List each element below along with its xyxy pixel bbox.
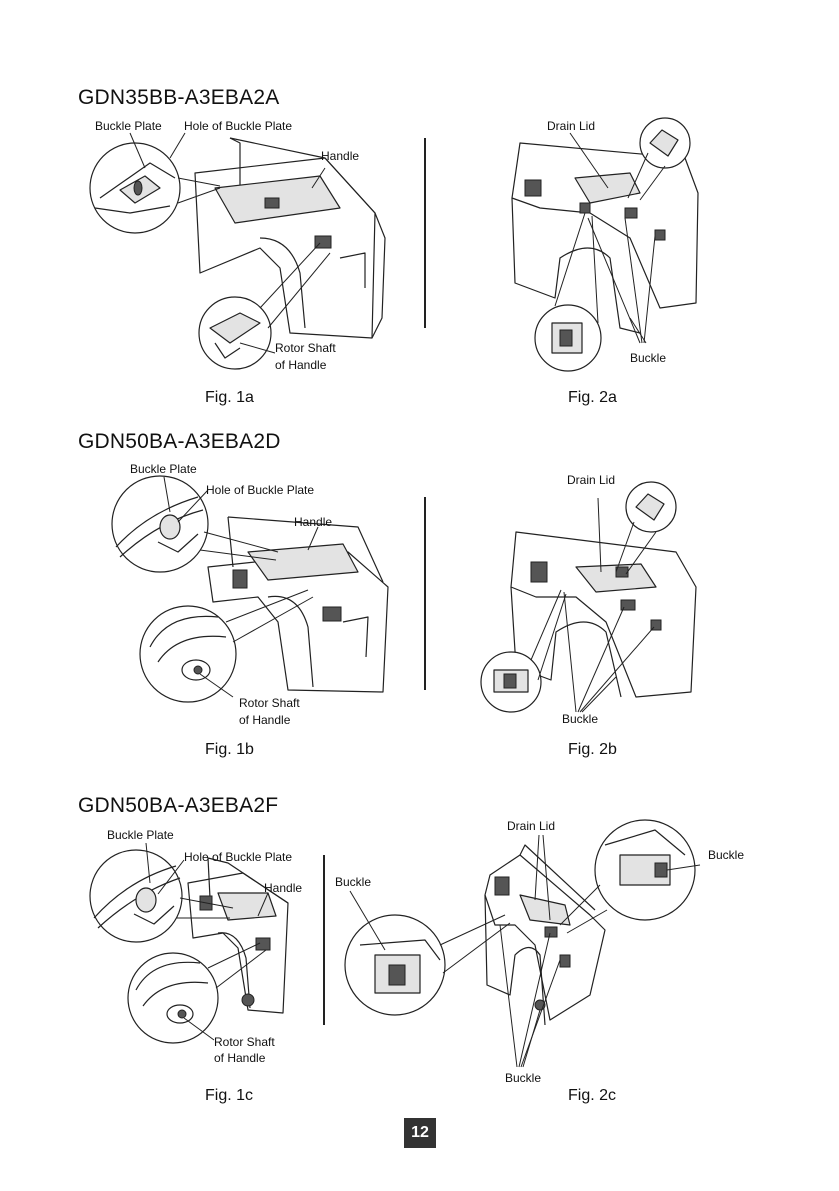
caption-fig-1b: Fig. 1b (205, 741, 254, 758)
caption-fig-2c: Fig. 2c (568, 1087, 617, 1104)
fig-2a-illustration (511, 117, 699, 372)
label-handle-1c: Handle (264, 881, 303, 895)
label-buckle-plate-1b: Buckle Plate (130, 462, 197, 476)
fig-2c-illustration (344, 819, 701, 1068)
fig-1b-illustration (111, 475, 389, 703)
divider-1 (424, 138, 426, 328)
caption-fig-2b: Fig. 2b (568, 741, 617, 758)
label-handle-1a: Handle (321, 149, 360, 163)
label-hole-1a: Hole of Buckle Plate (184, 119, 293, 133)
fig-1c-illustration (89, 842, 289, 1044)
label-buckle-2a: Buckle (630, 351, 667, 365)
label-rotor-1b-line1: Rotor Shaft (239, 696, 300, 710)
label-buckle-plate-1a: Buckle Plate (95, 119, 162, 133)
model-title-2: GDN50BA-A3EBA2D (78, 430, 281, 453)
label-drain-lid-2b: Drain Lid (567, 473, 616, 487)
caption-fig-1a: Fig. 1a (205, 389, 254, 406)
label-buckle-2c-left: Buckle (335, 875, 372, 889)
label-rotor-1a-line2: of Handle (275, 358, 327, 372)
page-number: 12 (404, 1118, 436, 1148)
divider-3 (323, 855, 325, 1025)
label-rotor-1c-line2: of Handle (214, 1051, 266, 1065)
fig-1a-illustration (89, 132, 386, 370)
label-hole-1b: Hole of Buckle Plate (206, 483, 315, 497)
fig-2b-illustration (480, 481, 697, 713)
divider-2 (424, 497, 426, 690)
model-title-3: GDN50BA-A3EBA2F (78, 794, 279, 817)
label-rotor-1c-line1: Rotor Shaft (214, 1035, 275, 1049)
caption-fig-2a: Fig. 2a (568, 389, 617, 406)
label-drain-lid-2a: Drain Lid (547, 119, 596, 133)
label-buckle-plate-1c: Buckle Plate (107, 828, 174, 842)
label-rotor-1a-line1: Rotor Shaft (275, 341, 336, 355)
caption-fig-1c: Fig. 1c (205, 1087, 254, 1104)
label-handle-1b: Handle (294, 515, 333, 529)
model-title-1: GDN35BB-A3EBA2A (78, 86, 280, 109)
label-drain-lid-2c: Drain Lid (507, 819, 556, 833)
label-hole-1c: Hole of Buckle Plate (184, 850, 293, 864)
label-buckle-2c-right: Buckle (708, 848, 745, 862)
label-rotor-1b-line2: of Handle (239, 713, 291, 727)
label-buckle-2c-bottom: Buckle (505, 1071, 542, 1085)
label-buckle-2b: Buckle (562, 712, 599, 726)
